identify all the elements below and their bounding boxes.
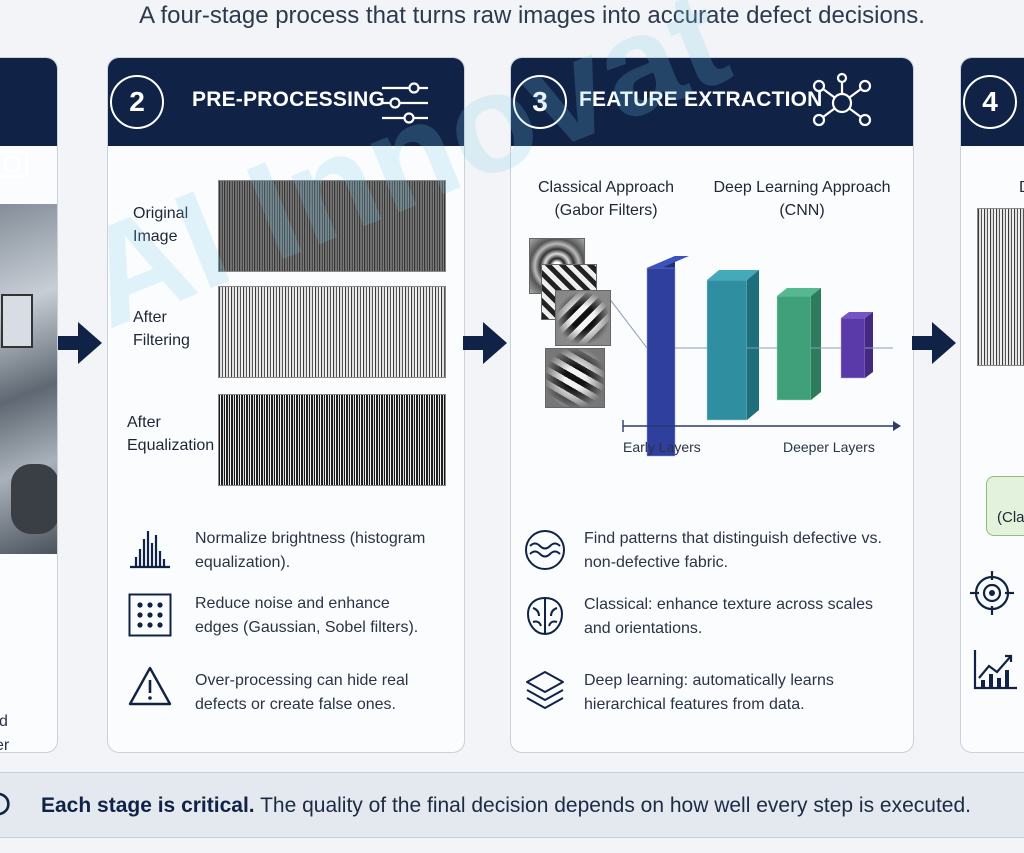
dot-grid-icon: [128, 593, 172, 637]
stage-1-partial-line-1: d: [0, 710, 8, 734]
image-label-original: Original Image: [133, 205, 189, 245]
cnn-layer-2: [706, 270, 759, 421]
cycle-icon: [0, 792, 10, 816]
stage-4-fabric-image: [977, 208, 1024, 366]
stage-3-point-1: Find patterns that distinguish defective…: [584, 530, 882, 571]
stage-2-header: 2 PRE-PROCESSING: [108, 58, 464, 146]
stage-3-title: FEATURE EXTRACTION: [579, 88, 823, 111]
deeper-layers-label: Deeper Layers: [783, 439, 875, 455]
stage-2-point-1: Normalize brightness (histogram equaliza…: [195, 530, 426, 571]
fabric-image-filtered: [218, 286, 446, 378]
stage-1-card: d er: [0, 57, 58, 753]
image-label-equalization: After Equalization: [127, 414, 215, 454]
cnn-diagram: [611, 256, 893, 457]
growth-chart-icon: [973, 650, 1017, 690]
image-label-filtering: After Filtering: [133, 309, 190, 349]
flow-arrow-3: [912, 322, 956, 364]
stage-2-card: 2 PRE-PROCESSING Original Image After Fi…: [107, 57, 465, 753]
footer-rest: The quality of the final decision depend…: [254, 794, 971, 817]
cnn-layer-4: [840, 312, 873, 379]
machine-photo: [0, 204, 57, 554]
camera-icon: [0, 150, 29, 178]
footer-bold: Each stage is critical.: [41, 794, 255, 817]
stage-1-partial-line-2: er: [0, 737, 10, 753]
footer-text: Each stage is critical. The quality of t…: [41, 794, 971, 818]
stage-4-number: 4: [963, 75, 1017, 129]
stage-4-header: 4: [961, 58, 1024, 146]
gabor-filter-3: [555, 290, 611, 346]
sliders-icon: [382, 82, 428, 124]
stage-3-card: 3 FEATURE EXTRACTION Classical Approach …: [510, 57, 914, 753]
brain-icon: [526, 596, 564, 636]
stage-2-point-3: Over-processing can hide real defects or…: [195, 672, 409, 713]
layers-icon: [526, 671, 564, 709]
stage-1-header: [0, 58, 57, 146]
histogram-icon: [130, 531, 170, 569]
page-subtitle: A four-stage process that turns raw imag…: [139, 2, 925, 29]
stage-3-header: 3 FEATURE EXTRACTION: [511, 58, 913, 146]
stage-3-number: 3: [513, 75, 567, 129]
stage-2-title: PRE-PROCESSING: [192, 88, 385, 111]
fabric-image-original: [218, 180, 446, 272]
cnn-layer-1: [646, 256, 689, 457]
layer-depth-arrow: [622, 420, 901, 432]
network-icon: [812, 72, 872, 127]
gabor-filter-4: [545, 348, 605, 408]
cnn-layer-3: [776, 288, 821, 401]
classical-approach-label: Classical Approach (Gabor Filters): [537, 179, 675, 219]
classification-label: (Cla: [997, 509, 1024, 526]
fabric-image-equalized: [218, 394, 446, 486]
stage-3-point-3: Deep learning: automatically learns hier…: [584, 672, 834, 713]
deep-learning-approach-label: Deep Learning Approach (CNN): [713, 179, 891, 219]
classification-box: (Cla: [986, 476, 1024, 536]
stage-2-number: 2: [110, 75, 164, 129]
stage-4-card: 4 D (Cla: [960, 57, 1024, 753]
stage-3-point-2: Classical: enhance texture across scales…: [584, 596, 874, 637]
flow-arrow-1: [58, 322, 102, 364]
flow-arrow-2: [463, 322, 507, 364]
early-layers-label: Early Layers: [623, 439, 701, 455]
waves-icon: [525, 530, 565, 570]
footer-banner: Each stage is critical. The quality of t…: [0, 772, 1024, 838]
stage-2-point-2: Reduce noise and enhance edges (Gaussian…: [195, 595, 419, 636]
target-icon: [970, 571, 1014, 615]
warning-icon: [128, 666, 172, 706]
stage-4-partial-heading: D: [1019, 176, 1024, 199]
